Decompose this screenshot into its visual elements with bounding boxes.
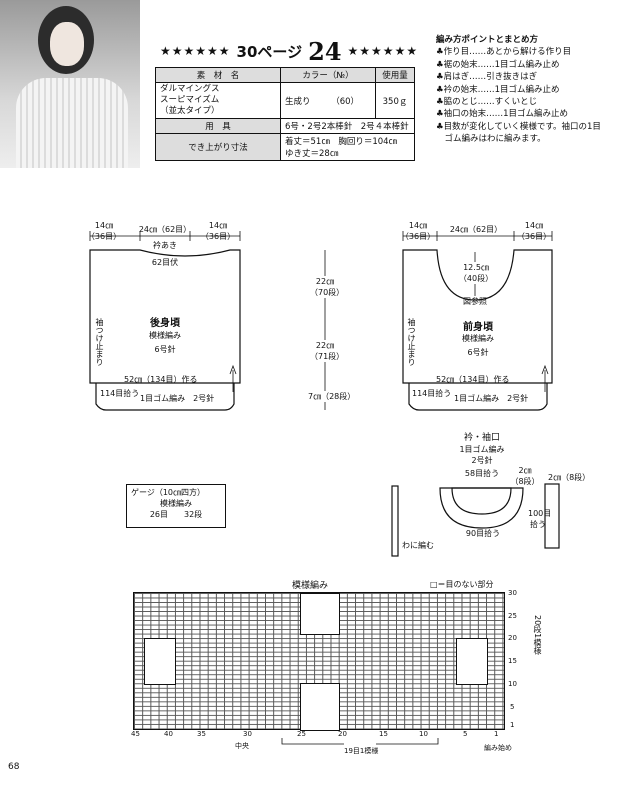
back-neck-bind: 62目伏: [151, 258, 179, 267]
blank-area: [300, 683, 340, 731]
back-sleeve-mark: 袖つけ止まり: [95, 318, 104, 366]
measure-h3: 7㎝（28段）: [308, 391, 356, 402]
note-item: ♣衿の始末……1目ゴム編み止め: [436, 84, 560, 95]
front-cast-on: 52㎝（134目）作る: [436, 375, 510, 384]
note-item: ゴム編みはわに編みます。: [436, 134, 546, 145]
size-value: 着丈＝51㎝ 胸回り＝104㎝ ゆき丈＝28㎝: [280, 133, 415, 161]
notes-heading: 編み方ポイントとまとめ方: [436, 35, 539, 45]
note-item: ♣作り目……あとから解ける作り目: [436, 47, 572, 58]
collar-title: 衿・袖口: [463, 433, 500, 443]
collar-needle: 2号針: [471, 456, 493, 465]
note-item: ♣裾の始末……1目ゴム編み止め: [436, 59, 560, 70]
gauge-box: ゲージ（10㎝四方） 模様編み 26目 32段: [126, 484, 226, 528]
measure-h1: 22㎝ （70段）: [310, 276, 345, 298]
page-number: 68: [8, 762, 20, 772]
x-tick: 40: [164, 730, 173, 738]
back-w-mid: 24㎝（62目）: [138, 225, 192, 234]
y-tick: 1: [510, 721, 515, 729]
materials-table: 素 材 名 カラー（№） 使用量 ダルマイングス スーピマイズム （並太タイプ）…: [155, 67, 415, 161]
gauge-value: 26目 32段: [149, 510, 203, 519]
title-stars-left: ★★★★★★: [160, 44, 231, 58]
chart-title: 模様編み: [292, 581, 329, 591]
tools-label: 用 具: [155, 118, 281, 134]
gauge-title: ゲージ（10㎝四方）: [131, 488, 206, 497]
col-color: カラー（№）: [280, 67, 376, 83]
back-title: 後身頃: [150, 318, 180, 329]
material-amount: 350ｇ: [375, 82, 415, 119]
material-name: ダルマイングス スーピマイズム （並太タイプ）: [155, 82, 281, 119]
note-item: ♣袖口の始末……1目ゴム編み止め: [436, 109, 569, 120]
front-rib: 1目ゴム編み 2号針: [454, 394, 529, 403]
title-number: 24: [308, 36, 342, 66]
back-rib: 1目ゴム編み 2号針: [140, 394, 215, 403]
measure-h2: 22㎝ （71段）: [310, 340, 345, 362]
sleeve-depth: 2㎝（8段）: [548, 473, 591, 482]
model-photo: [0, 0, 140, 168]
front-pickup: 114目拾う: [412, 389, 452, 398]
x-tick: 15: [379, 730, 388, 738]
chart-start: 編み始め: [484, 744, 512, 752]
front-pattern: 模様編み: [462, 334, 494, 343]
blank-area: [300, 593, 340, 635]
chart-repeat: 19目1模様: [344, 747, 379, 755]
back-w-right: 14㎝ （36目）: [200, 221, 236, 241]
x-tick: 35: [197, 730, 206, 738]
chart-repeat-side: 20段1模様: [533, 615, 542, 655]
back-pattern: 模様編み: [149, 331, 181, 340]
instruction-notes: 編み方ポイントとまとめ方 ♣作り目……あとから解ける作り目 ♣裾の始末……1目ゴ…: [436, 34, 622, 146]
x-tick: 25: [297, 730, 306, 738]
x-tick: 5: [463, 730, 468, 738]
y-tick: 15: [508, 657, 517, 665]
gauge-pattern: 模様編み: [160, 499, 192, 508]
note-item: ♣脇のとじ……すくいとじ: [436, 97, 538, 108]
repeat-bracket: [281, 738, 439, 745]
stitch-chart: [133, 592, 505, 731]
size-label: でき上がり寸法: [155, 133, 281, 161]
back-w-left: 14㎝ （36目）: [86, 221, 122, 241]
sleeve-pick: 100目 拾う: [528, 509, 552, 529]
front-w-mid: 24㎝（62目）: [449, 225, 503, 234]
title-stars-right: ★★★★★★: [347, 44, 419, 58]
x-tick: 20: [338, 730, 347, 738]
x-tick: 1: [494, 730, 499, 738]
front-w-left: 14㎝ （36目）: [400, 221, 436, 241]
front-needle: 6号針: [467, 348, 489, 357]
round-knit: わに編む: [402, 541, 434, 550]
x-tick: 10: [419, 730, 428, 738]
front-w-right: 14㎝ （36目）: [516, 221, 552, 241]
chart-legend: □＝目のない部分: [430, 580, 494, 589]
front-title: 前身頃: [463, 322, 493, 333]
collar-depth: 2㎝ （8段）: [510, 466, 540, 486]
collar-back-pick: 90目拾う: [465, 529, 501, 538]
pattern-title: ★★★★★★ 30ページ 24 ★★★★★★: [160, 36, 420, 66]
note-item: ♣目数が変化していく模様です。袖口の1目: [436, 121, 601, 132]
front-sleeve-mark: 袖つけ止まり: [407, 318, 416, 366]
y-tick: 10: [508, 680, 517, 688]
chart-center: 中央: [235, 742, 249, 750]
blank-area: [144, 638, 176, 685]
y-tick: 5: [510, 703, 515, 711]
back-neck: 衿あき: [153, 241, 177, 250]
y-tick: 20: [508, 634, 517, 642]
front-ref: 図参照: [463, 297, 487, 306]
col-material: 素 材 名: [155, 67, 281, 83]
back-pickup: 114目拾う: [100, 389, 140, 398]
blank-area: [456, 638, 488, 685]
y-tick: 25: [508, 612, 517, 620]
x-tick: 45: [131, 730, 140, 738]
materials-table-wrap: 素 材 名 カラー（№） 使用量 ダルマイングス スーピマイズム （並太タイプ）…: [155, 67, 415, 161]
x-tick: 30: [243, 730, 252, 738]
note-item: ♣肩はぎ……引き抜きはぎ: [436, 72, 538, 83]
front-neck-depth: 12.5㎝ （40段）: [458, 262, 494, 284]
title-page: 30ページ: [236, 42, 303, 61]
back-needle: 6号針: [154, 345, 176, 354]
collar-front-pick: 58目拾う: [464, 469, 500, 478]
collar-rib: 1目ゴム編み: [459, 445, 505, 454]
back-cast-on: 52㎝（134目）作る: [124, 375, 198, 384]
y-tick: 30: [508, 589, 517, 597]
